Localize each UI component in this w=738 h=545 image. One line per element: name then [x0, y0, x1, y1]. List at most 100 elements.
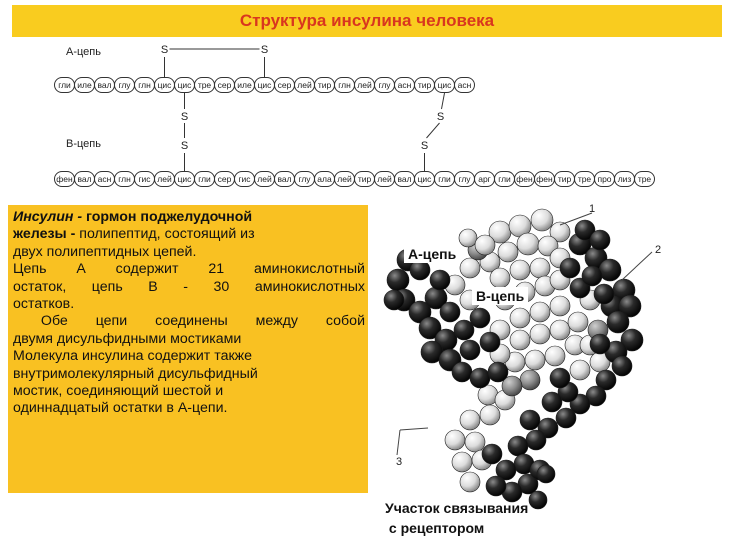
- atom-sphere: [519, 409, 541, 431]
- atom-sphere: [481, 443, 503, 465]
- sulfur-label: S: [421, 140, 428, 152]
- info-line-5: остаток, цепь В - 30 аминокислотных: [13, 278, 365, 295]
- amino-acid-residue: фен: [534, 171, 555, 187]
- atom-sphere: [509, 329, 531, 351]
- atom-sphere: [459, 471, 481, 493]
- atom-sphere: [559, 257, 581, 279]
- atom-sphere: [507, 435, 529, 457]
- info-term: Инсулин -: [13, 209, 87, 225]
- sulfur-label: S: [181, 111, 188, 123]
- atom-sphere: [439, 301, 461, 323]
- info-line-1: Инсулин - гормон поджелудочной: [13, 209, 365, 226]
- atom-sphere: [528, 490, 548, 510]
- info-line-12: одиннадцатый остатки в А-цепи.: [13, 400, 228, 417]
- amino-acid-residue: тир: [554, 171, 575, 187]
- molecule-b-chain-label: В-цепь: [472, 287, 529, 305]
- atom-sphere: [569, 359, 591, 381]
- info-line-9: Молекула инсулина содержит также: [13, 348, 253, 365]
- atom-sphere: [453, 319, 475, 341]
- atom-sphere: [459, 257, 481, 279]
- pointer-line-1: [559, 212, 593, 226]
- atom-sphere: [409, 259, 431, 281]
- atom-sphere: [589, 333, 611, 355]
- amino-acid-residue: тре: [194, 77, 215, 93]
- info-line-8: двумя дисульфидными мостиками: [13, 330, 242, 347]
- atom-sphere: [451, 451, 473, 473]
- atom-sphere: [589, 229, 611, 251]
- amino-acid-residue: лей: [354, 77, 375, 93]
- amino-acid-residue: цис: [434, 77, 455, 93]
- caption-line-2: с рецептором: [385, 520, 485, 536]
- info-line-3: двух полипептидных цепей.: [13, 243, 197, 260]
- amino-acid-residue: глн: [114, 171, 135, 187]
- atom-sphere: [611, 355, 633, 377]
- marker-1: 1: [589, 203, 596, 215]
- pointer-line-3b: [396, 429, 401, 456]
- atom-sphere: [497, 241, 519, 263]
- atom-sphere: [459, 339, 481, 361]
- atom-sphere: [495, 459, 517, 481]
- amino-acid-residue: фен: [54, 171, 75, 187]
- amino-acid-residue: гли: [494, 171, 515, 187]
- atom-sphere: [593, 283, 615, 305]
- amino-acid-residue: лиз: [614, 171, 635, 187]
- title-bar: Структура инсулина человека: [12, 5, 722, 37]
- amino-acid-residue: арг: [474, 171, 495, 187]
- inter-chain-bond: [426, 122, 440, 139]
- page-title: Структура инсулина человека: [239, 11, 495, 30]
- atom-sphere: [525, 429, 547, 451]
- atom-sphere: [529, 323, 551, 345]
- amino-acid-residue: тир: [354, 171, 375, 187]
- atom-sphere: [581, 265, 603, 287]
- marker-3: 3: [396, 456, 403, 468]
- atom-sphere: [459, 409, 481, 431]
- amino-acid-residue: асн: [454, 77, 475, 93]
- amino-acid-residue: про: [594, 171, 615, 187]
- amino-acid-residue: сер: [214, 171, 235, 187]
- sulfur-stem: [441, 92, 445, 110]
- sulfur-label: S: [261, 44, 268, 56]
- atom-sphere: [549, 367, 571, 389]
- atom-sphere: [479, 331, 501, 353]
- sulfur-label: S: [181, 140, 188, 152]
- atom-sphere: [429, 269, 451, 291]
- info-line-4: Цепь А содержит 21 аминокислотный: [13, 261, 365, 278]
- disulfide-bridges: S S S S S S: [161, 44, 445, 171]
- amino-acid-residue: глн: [334, 77, 355, 93]
- atom-sphere: [606, 310, 630, 334]
- amino-acid-residue: вал: [94, 77, 115, 93]
- atom-sphere: [524, 349, 546, 371]
- atom-spheres: [383, 208, 644, 510]
- amino-acid-residue: иле: [234, 77, 255, 93]
- atom-sphere: [444, 429, 466, 451]
- atom-sphere: [474, 234, 496, 256]
- caption-line-1: Участок связывания: [385, 500, 529, 516]
- atom-sphere: [529, 257, 551, 279]
- info-lead-bold: гормон поджелудочной: [86, 209, 253, 225]
- sulfur-label: S: [437, 111, 444, 123]
- amino-acid-residue: глу: [114, 77, 135, 93]
- amino-acid-residue: тре: [634, 171, 655, 187]
- atom-sphere: [530, 208, 554, 232]
- atom-sphere: [529, 301, 551, 323]
- sulfur-label: S: [161, 44, 168, 56]
- atom-sphere: [519, 369, 541, 391]
- amino-acid-residue: лей: [374, 171, 395, 187]
- atom-sphere: [383, 289, 405, 311]
- atom-sphere: [386, 268, 410, 292]
- info-line-2: железы - полипептид, состоящий из: [13, 226, 365, 243]
- info-line-7: Обе цепи соединены между собой: [13, 313, 365, 330]
- atom-sphere: [469, 307, 491, 329]
- marker-2: 2: [655, 244, 662, 256]
- pointer-line-3a: [399, 427, 429, 431]
- atom-sphere: [555, 407, 577, 429]
- atom-sphere: [516, 232, 540, 256]
- amino-acid-residue: гис: [234, 171, 255, 187]
- amino-acid-residue: сер: [214, 77, 235, 93]
- info-lead-rest: полипептид, состоящий из: [79, 226, 255, 243]
- atom-sphere: [574, 219, 596, 241]
- atom-sphere: [598, 258, 622, 282]
